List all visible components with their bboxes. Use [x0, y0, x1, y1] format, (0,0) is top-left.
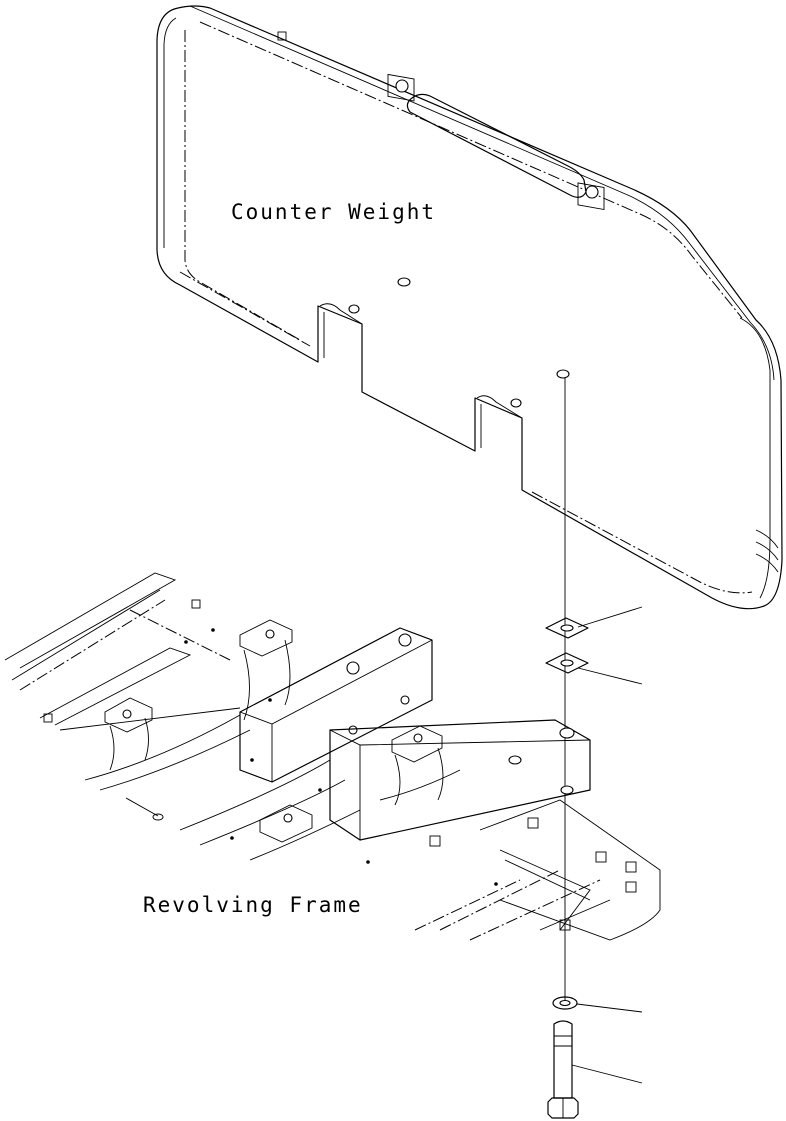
washer — [552, 996, 643, 1013]
counter-weight-part — [156, 5, 783, 610]
shim-upper — [545, 606, 643, 639]
shim-lower — [545, 652, 643, 685]
revolving-frame-label: Revolving Frame — [143, 893, 363, 917]
counter-weight-label: Counter Weight — [231, 200, 437, 224]
bolt — [547, 1020, 643, 1119]
revolving-frame-part — [4, 572, 661, 941]
